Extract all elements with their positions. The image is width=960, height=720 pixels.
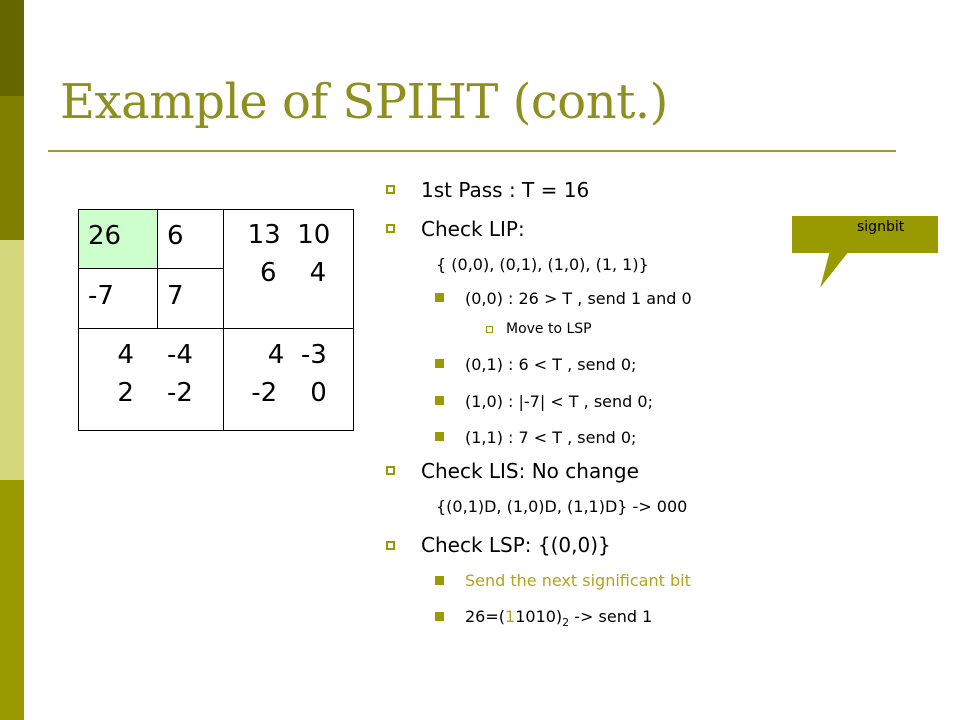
bullet-filled-icon [435,293,444,302]
binary-base: 2 [562,616,570,630]
binary-prefix: 26=( [465,607,506,626]
bullet-square-icon [386,541,395,550]
bullet-filled-icon [435,576,444,585]
lsp-item: Send the next significant bit [465,571,691,590]
bullet-filled-icon [435,432,444,441]
check-lis-heading: Check LIS: No change [421,459,639,483]
signbit-callout [790,214,940,293]
decor-strip-4 [0,480,24,720]
bullet-square-icon [386,185,395,194]
slide-title: Example of SPIHT (cont.) [60,74,668,130]
matrix-cell: 26 [88,221,122,251]
check-lip-heading: Check LIP: [421,217,525,241]
matrix-divider [79,328,353,329]
binary-highlight-bit: 1 [505,607,516,626]
bullet-filled-icon [435,612,444,621]
coefficient-matrix: 26 6 -7 7 13 10 6 4 4 -4 2 -2 4 -3 -2 0 [78,209,354,431]
lip-set: { (0,0), (0,1), (1,0), (1, 1)} [436,255,649,274]
bullet-square-icon [386,466,395,475]
matrix-block: 13 10 6 4 [247,220,331,288]
matrix-divider [157,210,158,328]
bullet-small-icon [486,326,493,333]
pass-line: 1st Pass : T = 16 [421,178,590,202]
check-lsp-heading: Check LSP: {(0,0)} [421,533,611,557]
binary-suffix: -> send 1 [569,607,653,626]
lip-item: (0,0) : 26 > T , send 1 and 0 [465,289,692,308]
decor-strip-3 [0,240,24,480]
lis-set: {(0,1)D, (1,0)D, (1,1)D} -> 000 [436,497,688,516]
matrix-divider [223,210,224,430]
bullet-filled-icon [435,359,444,368]
title-rule [48,150,896,152]
binary-rest: 1010) [515,607,563,626]
lip-item: (1,1) : 7 < T , send 0; [465,428,637,447]
bullet-filled-icon [435,396,444,405]
decor-strip-2 [0,96,24,240]
lip-item: (0,1) : 6 < T , send 0; [465,355,637,374]
lip-item: (1,0) : |-7| < T , send 0; [465,392,653,411]
matrix-block: 4 -4 2 -2 [117,340,193,408]
bullet-square-icon [386,224,395,233]
lsp-binary-line: 26=(11010)2 -> send 1 [465,607,652,629]
lip-subitem: Move to LSP [506,321,592,337]
matrix-divider [79,268,223,269]
matrix-cell: 7 [167,281,184,311]
matrix-cell: -7 [88,281,114,311]
decor-strip-1 [0,0,24,96]
matrix-block: 4 -3 -2 0 [251,340,327,408]
callout-label: signbit [857,219,905,235]
matrix-cell: 6 [167,221,184,251]
